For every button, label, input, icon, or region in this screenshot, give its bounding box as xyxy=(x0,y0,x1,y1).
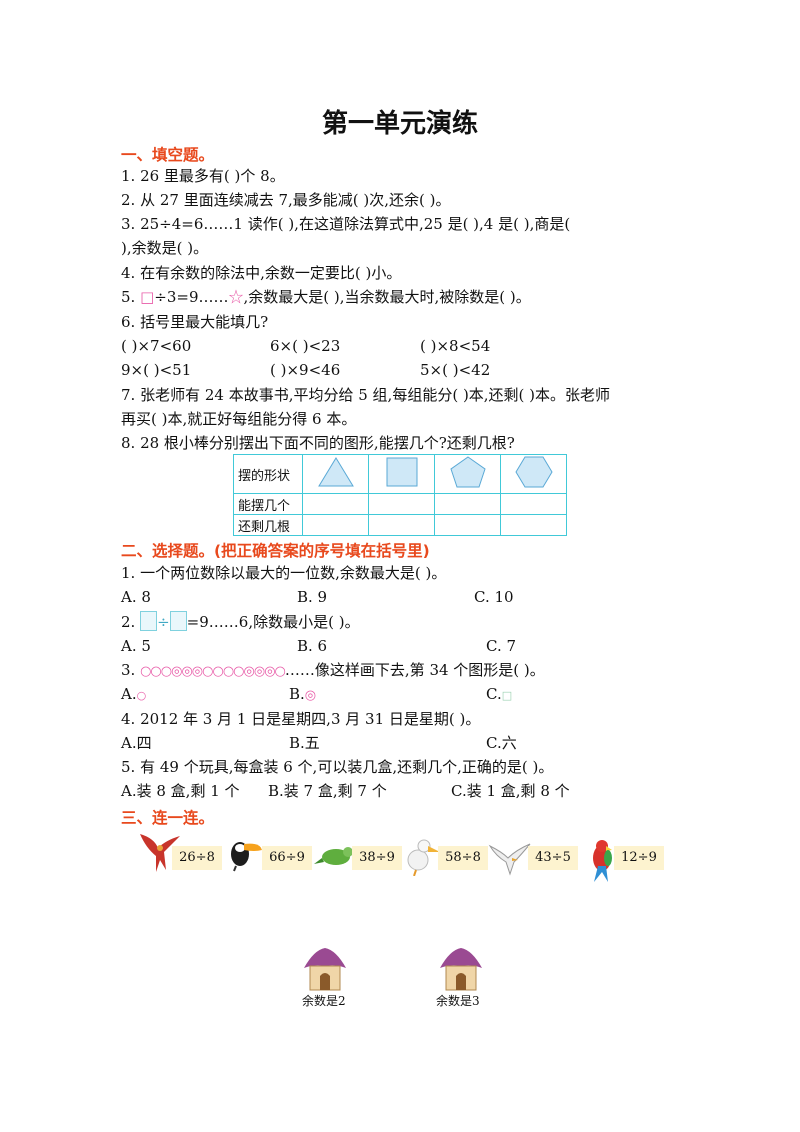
expr-pill-2: 66÷9 xyxy=(262,846,312,870)
small-circle-icon: ○ xyxy=(136,689,147,702)
section-fill-in: 一、填空题。 xyxy=(121,146,215,164)
choice-1-option-a: A. 8 xyxy=(121,588,151,606)
choice-1-option-c: C. 10 xyxy=(474,588,514,606)
q6-item-2: 6×( )<23 xyxy=(270,337,341,355)
choice-2-option-a: A. 5 xyxy=(121,637,151,655)
row-label-shape: 摆的形状 xyxy=(233,454,303,494)
choice-2-option-c: C. 7 xyxy=(486,637,517,655)
page-title: 第一单元演练 xyxy=(321,109,478,139)
choice-question-4: 4. 2012 年 3 月 1 日是星期四,3 月 31 日是星期( )。 xyxy=(121,710,481,728)
hexagon-icon xyxy=(514,456,553,488)
expr-pill-6: 12÷9 xyxy=(614,846,664,870)
choice-question-2: 2. ÷=9……6,除数最小是( )。 xyxy=(121,611,360,631)
pentagon-icon xyxy=(449,456,486,488)
expr-pill-4: 58÷8 xyxy=(438,846,488,870)
choice-3-option-a: A.○ xyxy=(121,685,147,703)
expr-pill-3: 38÷9 xyxy=(352,846,402,870)
pelican-icon xyxy=(407,839,440,876)
small-square-icon: □ xyxy=(501,689,513,702)
choice-4-option-c: C.六 xyxy=(486,734,517,752)
choice-3-option-b: B.◎ xyxy=(289,685,317,703)
square-icon xyxy=(386,457,417,487)
choice-2-option-b: B. 6 xyxy=(297,637,328,655)
fill-question-3b: ),余数是( )。 xyxy=(121,239,209,257)
blank-box-icon xyxy=(140,611,158,631)
choice-4-option-b: B.五 xyxy=(289,734,320,752)
q6-item-1: ( )×7<60 xyxy=(121,337,192,355)
fill-question-5: 5. □÷3=9……☆,余数最大是( ),当余数最大时,被除数是( )。 xyxy=(121,288,531,306)
fill-question-8: 8. 28 根小棒分别摆出下面不同的图形,能摆几个?还剩几根? xyxy=(121,434,515,452)
choice-question-5: 5. 有 49 个玩具,每盒装 6 个,可以装几盒,还剩几个,正确的是( )。 xyxy=(121,758,554,776)
expr-pill-5: 43÷5 xyxy=(528,846,578,870)
house-icon xyxy=(440,948,482,991)
q6-item-3: ( )×8<54 xyxy=(420,337,491,355)
choice-3-option-c: C.□ xyxy=(486,685,513,703)
house-label-1: 余数是2 xyxy=(302,994,346,1008)
choice-question-1: 1. 一个两位数除以最大的一位数,余数最大是( )。 xyxy=(121,564,447,582)
choice-5-option-c: C.装 1 盒,剩 8 个 xyxy=(451,782,570,800)
section-matching: 三、连一连。 xyxy=(121,809,215,827)
pattern-circles-icon: ○○○◎◎◎○○○○◎◎◎○ xyxy=(140,664,286,679)
star-icon: ☆ xyxy=(228,288,244,306)
fill-question-3a: 3. 25÷4=6……1 读作( ),在这道除法算式中,25 是( ),4 是(… xyxy=(121,215,571,233)
green-bird-icon xyxy=(314,847,358,865)
house-label-2: 余数是3 xyxy=(436,994,480,1008)
choice-5-option-a: A.装 8 盒,剩 1 个 xyxy=(121,782,240,800)
section-multiple-choice: 二、选择题。(把正确答案的序号填在括号里) xyxy=(121,542,430,560)
q6-item-6: 5×( )<42 xyxy=(420,361,491,379)
row-label-remainder: 还剩几根 xyxy=(233,514,303,536)
blank-box-icon xyxy=(169,611,187,631)
parrot-icon xyxy=(593,840,612,882)
expr-pill-1: 26÷8 xyxy=(172,846,222,870)
fill-question-7a: 7. 张老师有 24 本故事书,平均分给 5 组,每组能分( )本,还剩( )本… xyxy=(121,386,611,404)
fill-question-1: 1. 26 里最多有( )个 8。 xyxy=(121,167,285,185)
fill-question-2: 2. 从 27 里面连续减去 7,最多能减( )次,还余( )。 xyxy=(121,191,451,209)
q6-item-4: 9×( )<51 xyxy=(121,361,192,379)
choice-5-option-b: B.装 7 盒,剩 7 个 xyxy=(268,782,387,800)
q6-item-5: ( )×9<46 xyxy=(270,361,341,379)
fill-question-4: 4. 在有余数的除法中,余数一定要比( )小。 xyxy=(121,264,402,282)
house-icon xyxy=(304,948,346,991)
triangle-icon xyxy=(317,457,354,487)
double-circle-icon: ◎ xyxy=(304,688,317,703)
fill-question-6: 6. 括号里最大能填几? xyxy=(121,313,269,331)
shapes-table: 摆的形状 能摆几个 还剩几根 xyxy=(233,454,567,536)
seagull-icon xyxy=(488,843,531,876)
blank-box-icon: □ xyxy=(140,288,155,306)
bird-flying-icon xyxy=(140,834,180,872)
fill-question-7b: 再买( )本,就正好每组能分得 6 本。 xyxy=(121,410,357,428)
choice-1-option-b: B. 9 xyxy=(297,588,328,606)
row-label-count: 能摆几个 xyxy=(233,493,303,515)
choice-4-option-a: A.四 xyxy=(121,734,152,752)
choice-question-3: 3. ○○○◎◎◎○○○○◎◎◎○……像这样画下去,第 34 个图形是( )。 xyxy=(121,661,545,679)
toucan-icon xyxy=(231,842,262,872)
